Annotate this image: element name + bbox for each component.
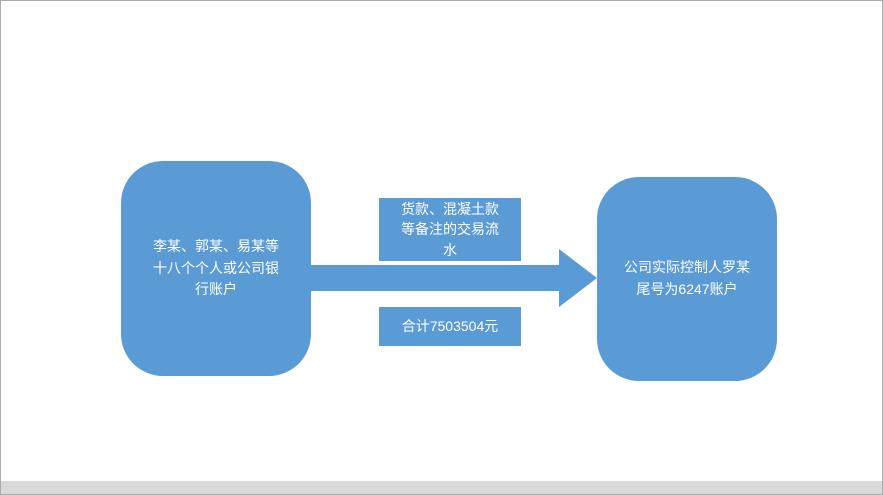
source-accounts-node: 李某、郭某、易某等十八个个人或公司银行账户 xyxy=(121,161,311,376)
destination-account-label: 公司实际控制人罗某尾号为6247账户 xyxy=(624,259,750,297)
total-amount-label-box: 合计7503504元 xyxy=(379,307,521,346)
transaction-type-label: 货款、混凝土款等备注的交易流水 xyxy=(401,201,499,258)
total-amount-label: 合计7503504元 xyxy=(401,318,499,335)
destination-account-node: 公司实际控制人罗某尾号为6247账户 xyxy=(597,177,777,381)
transaction-type-label-box: 货款、混凝土款等备注的交易流水 xyxy=(379,198,521,261)
bottom-bar xyxy=(1,481,882,494)
flow-arrow-head-icon xyxy=(559,249,597,307)
flow-arrow-shaft xyxy=(311,265,559,291)
source-accounts-label: 李某、郭某、易某等十八个个人或公司银行账户 xyxy=(153,237,279,298)
